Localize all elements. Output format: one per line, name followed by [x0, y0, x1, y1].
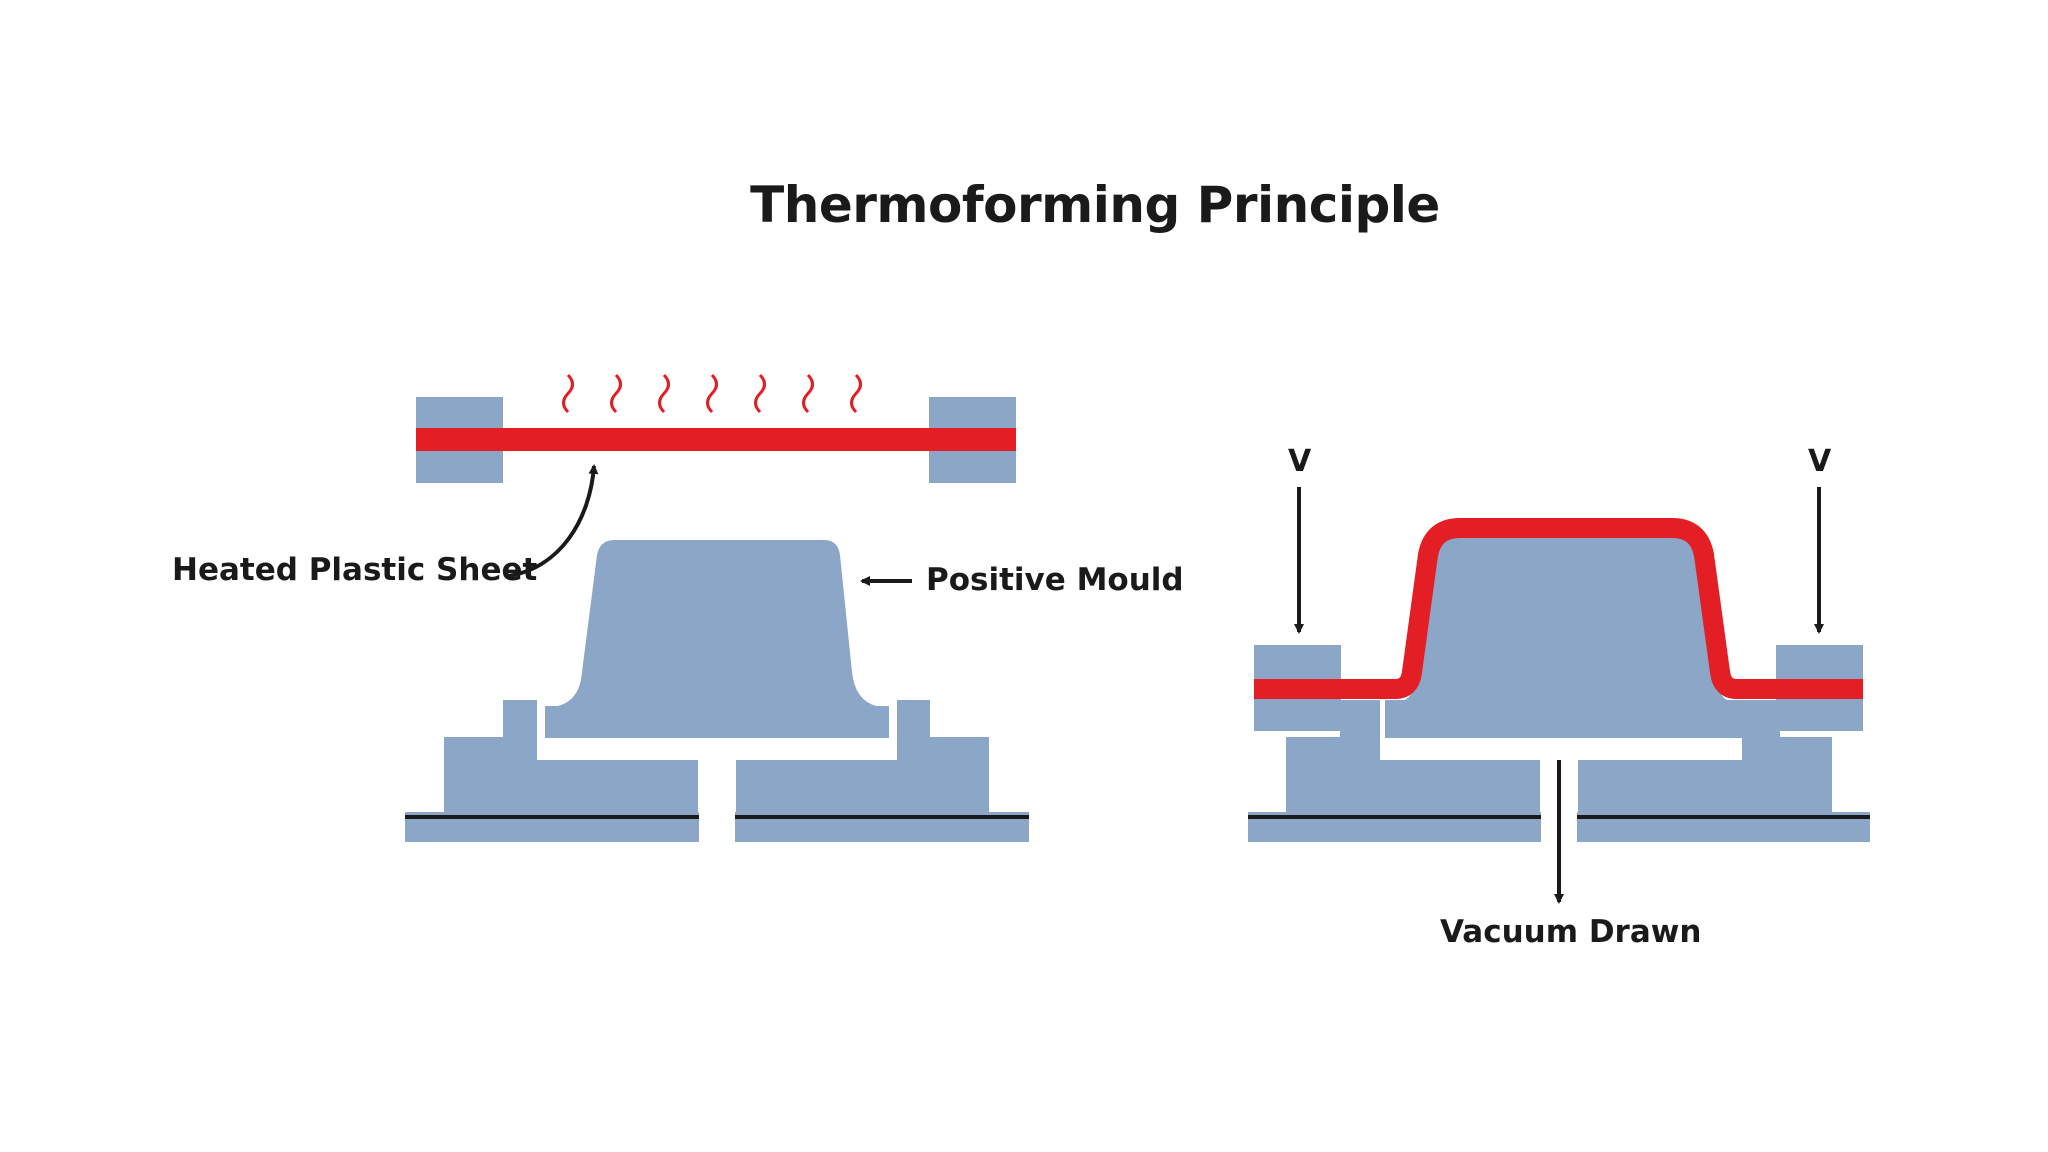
positive-mould-label: Positive Mould	[926, 562, 1184, 598]
heat-wave	[658, 373, 670, 414]
v-right-label: V	[1808, 444, 1832, 479]
left-base-right	[736, 700, 989, 812]
left-stage	[405, 373, 1029, 842]
vacuum-drawn-label: Vacuum Drawn	[1440, 914, 1702, 950]
heat-wave	[562, 373, 574, 414]
right-stage	[1248, 487, 1870, 904]
heat-wave	[706, 373, 718, 414]
heat-wave	[850, 373, 862, 414]
v-left-label: V	[1288, 444, 1312, 479]
positive-mould	[545, 540, 889, 738]
heated-plastic-sheet	[416, 428, 1016, 451]
heated-plastic-sheet-label: Heated Plastic Sheet	[172, 552, 538, 588]
heat-wave	[610, 373, 622, 414]
right-base-right	[1578, 700, 1832, 812]
heat-wave	[802, 373, 814, 414]
heat-wave	[754, 373, 766, 414]
heated-sheet-arrow	[507, 464, 599, 578]
diagram-title: Thermoforming Principle	[750, 176, 1440, 234]
heat-waves	[562, 373, 862, 414]
left-base-left	[444, 700, 698, 812]
formed-mould	[1385, 532, 1747, 738]
formed-plastic-sheet	[1254, 518, 1863, 699]
right-base-left	[1286, 700, 1540, 812]
